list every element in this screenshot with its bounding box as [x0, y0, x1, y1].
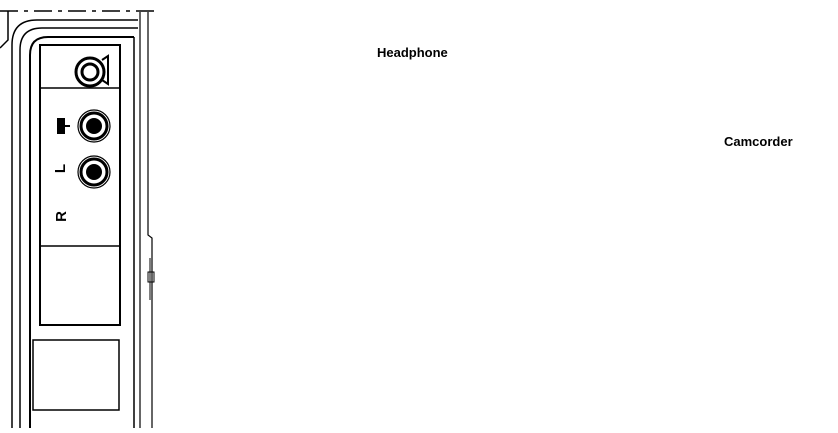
headphone-jack[interactable] — [77, 109, 111, 143]
camcorder-label: Camcorder — [724, 134, 793, 149]
jack-label-right: R — [52, 211, 70, 222]
audio-left-jack[interactable] — [77, 155, 111, 189]
antenna-jack[interactable] — [74, 54, 109, 88]
jack-label-left: L — [52, 163, 70, 174]
tv-side-panel — [0, 10, 160, 428]
headphone-label: Headphone — [377, 45, 448, 60]
headphone-symbol-icon — [57, 118, 70, 134]
